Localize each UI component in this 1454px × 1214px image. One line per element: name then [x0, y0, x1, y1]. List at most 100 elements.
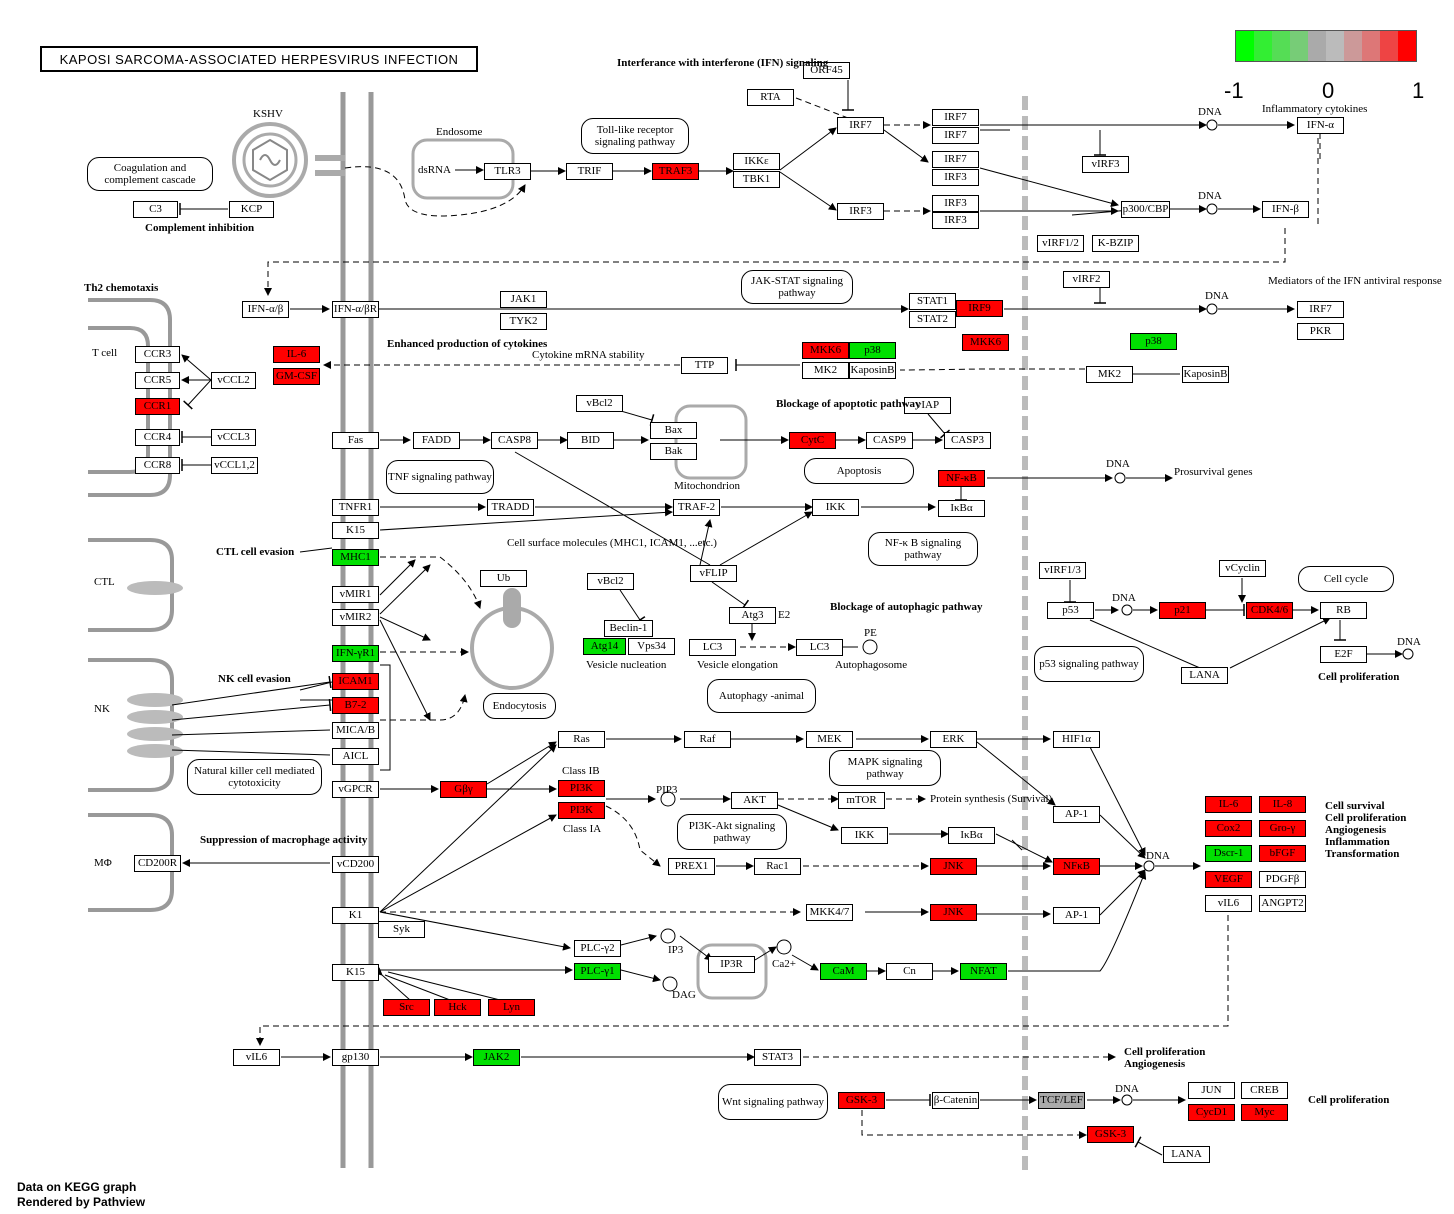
gene-node-aicl[interactable]: AICL	[332, 748, 379, 765]
gene-node-bid[interactable]: BID	[567, 432, 614, 449]
gene-node-ap1b[interactable]: AP-1	[1053, 907, 1100, 924]
gene-node-irf3d[interactable]: IRF3	[932, 212, 979, 229]
gene-node-mek[interactable]: MEK	[806, 731, 853, 748]
gene-node-tcflef[interactable]: TCF/LEF	[1038, 1092, 1085, 1109]
gene-node-mkk47[interactable]: MKK4/7	[806, 904, 853, 921]
gene-node-ikkb[interactable]: IKK	[841, 827, 888, 844]
gene-node-pi3ka[interactable]: PI3K	[558, 780, 605, 797]
gene-node-b72[interactable]: B7-2	[332, 697, 379, 714]
gene-node-tyk2[interactable]: TYK2	[500, 313, 547, 330]
gene-node-ccr4[interactable]: CCR4	[135, 429, 180, 446]
gene-node-ccr8[interactable]: CCR8	[135, 457, 180, 474]
gene-node-pdgfb[interactable]: PDGFβ	[1259, 871, 1306, 888]
gene-node-rac1[interactable]: Rac1	[754, 858, 801, 875]
gene-node-irf3a[interactable]: IRF3	[837, 203, 884, 220]
gene-node-irf7c[interactable]: IRF7	[932, 127, 979, 144]
gene-node-casp8[interactable]: CASP8	[491, 432, 538, 449]
gene-node-erk[interactable]: ERK	[930, 731, 977, 748]
gene-node-lc3a[interactable]: LC3	[689, 639, 736, 656]
gene-node-creb[interactable]: CREB	[1241, 1082, 1288, 1099]
gene-node-p53[interactable]: p53	[1047, 602, 1094, 619]
gene-node-tlr3[interactable]: TLR3	[484, 163, 531, 180]
gene-node-beclin1[interactable]: Beclin-1	[604, 620, 653, 637]
pathway-link-nkcyto[interactable]: Natural killer cell mediated cytotoxicit…	[187, 759, 322, 795]
pathway-link-apoptosis[interactable]: Apoptosis	[804, 458, 914, 484]
gene-node-kaposinba[interactable]: KaposinB	[849, 362, 896, 379]
gene-node-gsk3b[interactable]: GSK-3	[1087, 1126, 1134, 1143]
gene-node-cytc[interactable]: CytC	[789, 432, 836, 449]
gene-node-mhc1[interactable]: MHC1	[332, 549, 379, 566]
gene-node-cd200r[interactable]: CD200R	[134, 855, 181, 872]
gene-node-irf3c[interactable]: IRF3	[932, 195, 979, 212]
gene-node-groy[interactable]: Gro-γ	[1259, 820, 1306, 837]
gene-node-stat2[interactable]: STAT2	[909, 311, 956, 328]
gene-node-lanaa[interactable]: LANA	[1181, 667, 1228, 684]
gene-node-orf45[interactable]: ORF45	[803, 62, 850, 79]
gene-node-plcy1[interactable]: PLC-γ1	[574, 963, 621, 980]
gene-node-vmir2[interactable]: vMIR2	[332, 609, 379, 626]
gene-node-ikbab[interactable]: IκBα	[948, 827, 995, 844]
gene-node-vbcl2a[interactable]: vBcl2	[576, 395, 623, 412]
pathway-link-coag[interactable]: Coagulation and complement cascade	[87, 157, 213, 191]
gene-node-jak2[interactable]: JAK2	[473, 1049, 520, 1066]
gene-node-pkr[interactable]: PKR	[1297, 323, 1344, 340]
gene-node-trif[interactable]: TRIF	[566, 163, 613, 180]
gene-node-hck[interactable]: Hck	[434, 999, 481, 1016]
gene-node-p21[interactable]: p21	[1159, 602, 1206, 619]
gene-node-rta[interactable]: RTA	[747, 89, 794, 106]
gene-node-virf12[interactable]: vIRF1/2	[1037, 235, 1084, 252]
gene-node-ikka[interactable]: IKK	[812, 499, 859, 516]
gene-node-ikke[interactable]: IKKε	[733, 153, 780, 170]
pathway-link-autophagy[interactable]: Autophagy -animal	[707, 679, 816, 713]
gene-node-mtor[interactable]: mTOR	[838, 792, 885, 809]
gene-node-lyn[interactable]: Lyn	[488, 999, 535, 1016]
gene-node-irf7a[interactable]: IRF7	[837, 117, 884, 134]
gene-node-e2f[interactable]: E2F	[1320, 646, 1367, 663]
gene-node-icam1[interactable]: ICAM1	[332, 673, 379, 690]
gene-node-ras[interactable]: Ras	[558, 731, 605, 748]
gene-node-ccr3[interactable]: CCR3	[135, 346, 180, 363]
gene-node-il8[interactable]: IL-8	[1259, 796, 1306, 813]
gene-node-p38a[interactable]: p38	[849, 342, 896, 359]
gene-node-atg3[interactable]: Atg3	[729, 607, 776, 624]
gene-node-bcatenin[interactable]: β-Catenin	[932, 1092, 979, 1109]
gene-node-bak[interactable]: Bak	[650, 443, 697, 460]
pathway-link-cellcycle[interactable]: Cell cycle	[1298, 566, 1394, 592]
gene-node-tradd[interactable]: TRADD	[487, 499, 534, 516]
gene-node-k15a[interactable]: K15	[332, 522, 379, 539]
gene-node-src[interactable]: Src	[383, 999, 430, 1016]
gene-node-cam[interactable]: CaM	[820, 963, 867, 980]
pathway-link-jakstat[interactable]: JAK-STAT signaling pathway	[741, 270, 853, 304]
gene-node-nfkbb[interactable]: NFκB	[1053, 858, 1100, 875]
gene-node-ifna[interactable]: IFN-α	[1297, 117, 1344, 134]
gene-node-ikba[interactable]: IκBα	[938, 500, 985, 517]
gene-node-ccr5[interactable]: CCR5	[135, 372, 180, 389]
gene-node-il6b[interactable]: IL-6	[1205, 796, 1252, 813]
gene-node-gp130[interactable]: gp130	[332, 1049, 379, 1066]
gene-node-lanab[interactable]: LANA	[1163, 1146, 1210, 1163]
gene-node-traf3[interactable]: TRAF3	[652, 163, 699, 180]
gene-node-fas[interactable]: Fas	[332, 432, 379, 449]
gene-node-pi3kb[interactable]: PI3K	[558, 802, 605, 819]
gene-node-irf9[interactable]: IRF9	[956, 300, 1003, 317]
gene-node-vccl3[interactable]: vCCL3	[211, 429, 256, 446]
gene-node-p300[interactable]: p300/CBP	[1121, 201, 1170, 218]
gene-node-virf13[interactable]: vIRF1/3	[1039, 562, 1086, 579]
gene-node-viap[interactable]: vIAP	[904, 397, 951, 414]
gene-node-dscr1[interactable]: Dscr-1	[1205, 845, 1252, 862]
gene-node-gsk3a[interactable]: GSK-3	[838, 1092, 885, 1109]
gene-node-irf7e[interactable]: IRF7	[1297, 301, 1344, 318]
gene-node-vflip[interactable]: vFLIP	[690, 565, 737, 582]
gene-node-mkk6a[interactable]: MKK6	[802, 342, 849, 359]
gene-node-cycd1[interactable]: CycD1	[1188, 1104, 1235, 1121]
gene-node-il6a[interactable]: IL-6	[273, 346, 320, 363]
gene-node-gmcsf[interactable]: GM-CSF	[273, 368, 320, 385]
gene-node-bfgf[interactable]: bFGF	[1259, 845, 1306, 862]
gene-node-virf3[interactable]: vIRF3	[1082, 156, 1129, 173]
pathway-link-mapk[interactable]: MAPK signaling pathway	[829, 750, 941, 786]
gene-node-vccl12[interactable]: vCCL1,2	[211, 457, 258, 474]
pathway-link-nfkb[interactable]: NF-κ B signaling pathway	[868, 532, 978, 566]
gene-node-jnka[interactable]: JNK	[930, 858, 977, 875]
gene-node-irf7d[interactable]: IRF7	[932, 151, 979, 168]
gene-node-virf2[interactable]: vIRF2	[1063, 271, 1110, 288]
